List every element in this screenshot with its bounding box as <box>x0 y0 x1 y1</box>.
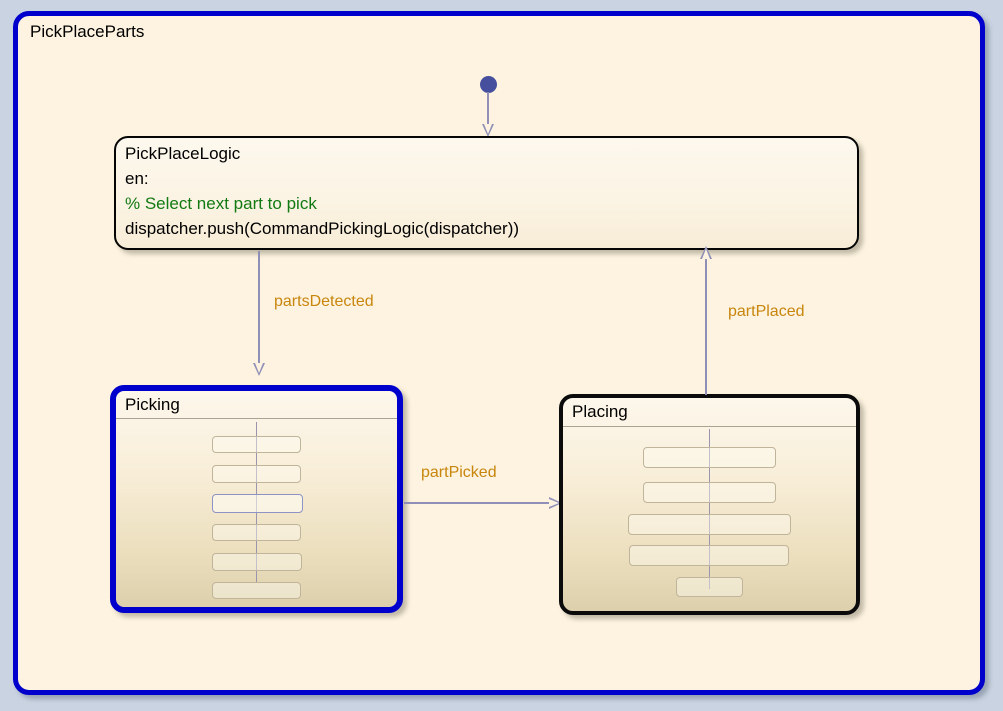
transition-partplaced-arrowhead <box>700 246 712 259</box>
default-transition-dot[interactable] <box>480 76 497 93</box>
state-picking-subnode-6[interactable] <box>212 582 301 599</box>
state-picking-subnode-5[interactable] <box>212 553 302 571</box>
state-placing-divider <box>563 426 856 427</box>
state-placing-subnode-5[interactable] <box>676 577 743 597</box>
state-placing-subnode-4[interactable] <box>629 545 789 566</box>
transition-partsdetected-line[interactable] <box>258 251 260 364</box>
transition-partsdetected-arrowhead <box>253 363 265 376</box>
state-placing-label: Placing <box>572 402 628 421</box>
transition-partplaced-label[interactable]: partPlaced <box>728 303 805 320</box>
state-picking-label: Picking <box>125 395 180 414</box>
state-picking-subnode-1[interactable] <box>212 436 301 453</box>
transition-partpicked-line[interactable] <box>404 502 552 504</box>
transition-partpicked-label[interactable]: partPicked <box>421 464 497 481</box>
transition-partplaced-line[interactable] <box>705 258 707 395</box>
state-picking-subnode-4[interactable] <box>212 524 301 541</box>
default-transition-line[interactable] <box>487 92 489 126</box>
transition-partsdetected-label[interactable]: partsDetected <box>274 293 374 310</box>
state-pickplacelogic-name: PickPlaceLogic <box>125 144 241 163</box>
state-pickplacelogic-action: dispatcher.push(CommandPickingLogic(disp… <box>125 219 520 238</box>
state-picking-subnode-3[interactable] <box>212 494 303 513</box>
state-pickplacelogic-comment: % Select next part to pick <box>125 194 317 213</box>
state-picking-subnode-2[interactable] <box>212 465 301 483</box>
state-pickplacelogic-text: PickPlaceLogic en: % Select next part to… <box>125 141 519 241</box>
state-placing-subnode-1[interactable] <box>643 447 776 468</box>
state-pickplacelogic[interactable]: PickPlaceLogic en: % Select next part to… <box>114 136 859 250</box>
state-pickplacelogic-keyword: en: <box>125 169 149 188</box>
default-transition-arrowhead <box>482 124 494 137</box>
state-placing-subnode-2[interactable] <box>643 482 776 503</box>
state-picking-divider <box>116 418 397 419</box>
state-placing[interactable]: Placing <box>559 394 860 615</box>
state-placing-spine <box>709 429 710 589</box>
chart-title: PickPlaceParts <box>30 22 145 41</box>
state-placing-subnode-3[interactable] <box>628 514 791 535</box>
transition-partpicked-arrowhead <box>549 497 562 509</box>
state-picking[interactable]: Picking <box>110 385 403 613</box>
